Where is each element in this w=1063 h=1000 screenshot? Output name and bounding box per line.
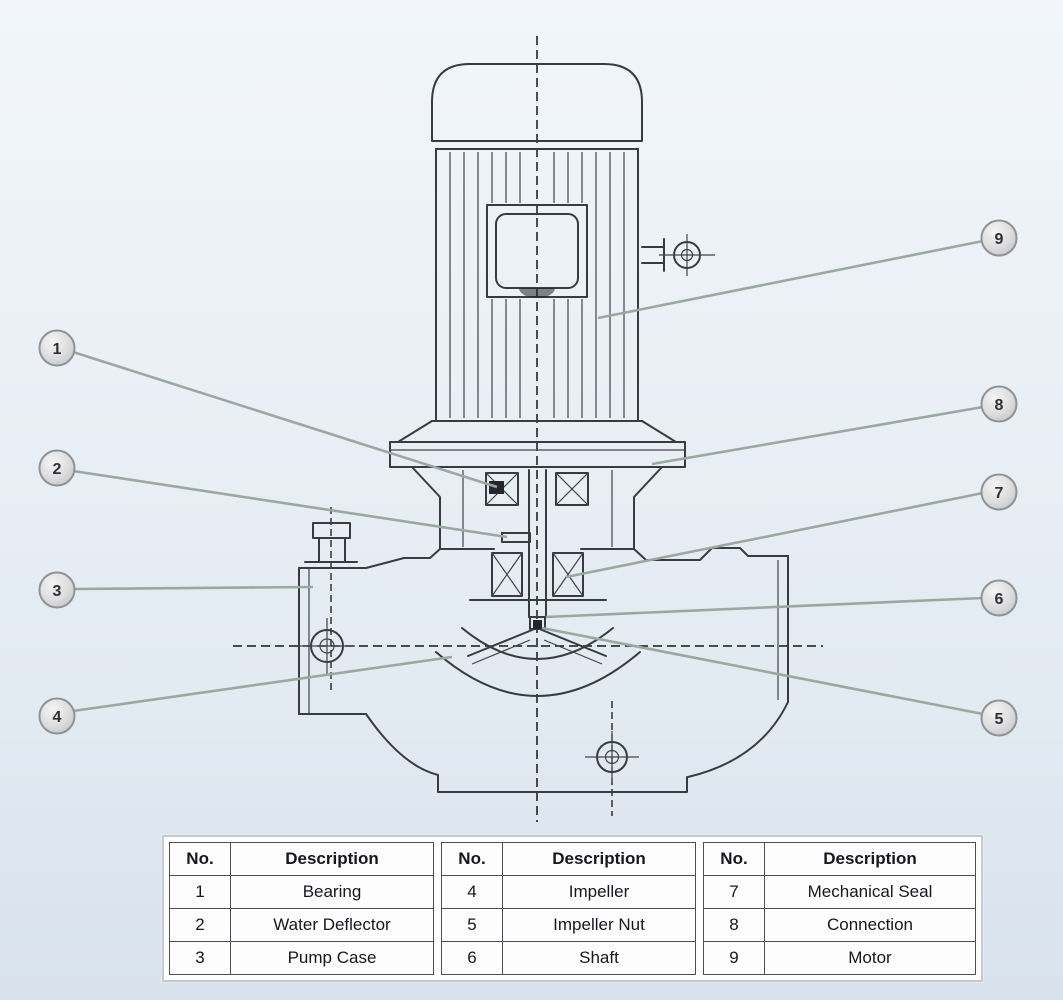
- table-row: 7 Mechanical Seal: [703, 875, 976, 909]
- callout-6-circle: [980, 579, 1018, 617]
- part-no-cell: 3: [169, 941, 231, 975]
- callout-3: 3: [38, 571, 314, 609]
- part-desc-cell: Impeller: [502, 875, 696, 909]
- parts-table-group-3: No. Description 7 Mechanical Seal 8 Conn…: [703, 842, 976, 975]
- part-no-cell: 8: [703, 908, 765, 942]
- part-no-cell: 5: [441, 908, 503, 942]
- callout-5-label: 5: [995, 711, 1004, 728]
- callout-2-circle: [38, 449, 76, 487]
- callout-9: 9: [597, 219, 1018, 320]
- part-desc-cell: Impeller Nut: [502, 908, 696, 942]
- callout-9-circle: [980, 219, 1018, 257]
- parts-table-group-2: No. Description 4 Impeller 5 Impeller Nu…: [441, 842, 696, 975]
- table-row: 2 Water Deflector: [169, 908, 434, 942]
- table-row: 5 Impeller Nut: [441, 908, 696, 942]
- part-desc-cell: Bearing: [230, 875, 434, 909]
- pump-case-drawing: [298, 522, 789, 793]
- part-no-cell: 2: [169, 908, 231, 942]
- part-desc-cell: Mechanical Seal: [764, 875, 976, 909]
- description-column-header: Description: [502, 842, 696, 876]
- callout-7: 7: [565, 473, 1018, 579]
- part-desc-cell: Motor: [764, 941, 976, 975]
- part-no-cell: 9: [703, 941, 765, 975]
- callout-8-label: 8: [995, 397, 1004, 414]
- bearing-drawing: [485, 472, 589, 506]
- callout-5: 5: [541, 626, 1018, 737]
- connection-flange-drawing: [389, 420, 686, 550]
- table-row: 8 Connection: [703, 908, 976, 942]
- impeller-drawing: [467, 616, 607, 665]
- callout-9-label: 9: [995, 231, 1004, 248]
- mechanical-seal-drawing: [469, 552, 607, 601]
- no-column-header: No.: [441, 842, 503, 876]
- motor-drawing: [431, 63, 715, 422]
- callout-4: 4: [38, 655, 453, 735]
- motor-fins: [449, 152, 625, 418]
- callout-1: 1: [38, 329, 498, 489]
- part-no-cell: 1: [169, 875, 231, 909]
- no-column-header: No.: [703, 842, 765, 876]
- description-column-header: Description: [764, 842, 976, 876]
- table-row: 3 Pump Case: [169, 941, 434, 975]
- table-row: 4 Impeller: [441, 875, 696, 909]
- callout-3-label: 3: [53, 583, 62, 600]
- motor-side-crosshair: [641, 234, 715, 276]
- parts-table-group-1: No. Description 1 Bearing 2 Water Deflec…: [169, 842, 434, 975]
- part-desc-cell: Pump Case: [230, 941, 434, 975]
- motor-terminal-box: [486, 204, 588, 298]
- callout-6-label: 6: [995, 591, 1004, 608]
- part-no-cell: 7: [703, 875, 765, 909]
- callout-1-circle: [38, 329, 76, 367]
- callout-4-circle: [38, 697, 76, 735]
- callout-2: 2: [38, 449, 508, 539]
- part-no-cell: 4: [441, 875, 503, 909]
- callout-8-circle: [980, 385, 1018, 423]
- part-no-cell: 6: [441, 941, 503, 975]
- part-desc-cell: Water Deflector: [230, 908, 434, 942]
- callout-2-label: 2: [53, 461, 62, 478]
- callout-7-label: 7: [995, 485, 1004, 502]
- centerlines: [233, 36, 823, 822]
- callout-5-circle: [980, 699, 1018, 737]
- part-desc-cell: Shaft: [502, 941, 696, 975]
- callout-8: 8: [651, 385, 1018, 466]
- part-desc-cell: Connection: [764, 908, 976, 942]
- callout-6: 6: [545, 579, 1018, 619]
- no-column-header: No.: [169, 842, 231, 876]
- table-row: 1 Bearing: [169, 875, 434, 909]
- parts-table: No. Description 1 Bearing 2 Water Deflec…: [162, 835, 983, 982]
- callout-7-circle: [980, 473, 1018, 511]
- table-row: 6 Shaft: [441, 941, 696, 975]
- callout-4-label: 4: [53, 709, 62, 726]
- callout-3-circle: [38, 571, 76, 609]
- table-row: 9 Motor: [703, 941, 976, 975]
- callout-1-label: 1: [53, 341, 62, 358]
- description-column-header: Description: [230, 842, 434, 876]
